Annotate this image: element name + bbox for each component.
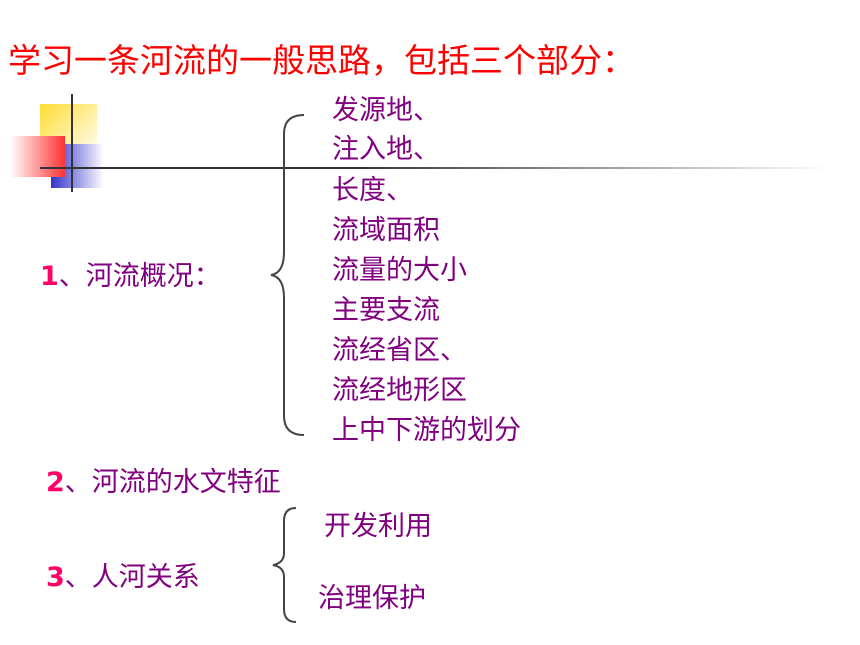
vertical-line <box>71 94 73 192</box>
section-3-number: 3 <box>46 562 65 593</box>
section-1-item: 流量的大小 <box>332 255 467 286</box>
section-1-item: 流经省区、 <box>332 335 467 366</box>
section-1-item: 流域面积 <box>332 215 440 246</box>
section-1-number: 1 <box>40 261 59 292</box>
section-1-item: 长度、 <box>332 175 413 206</box>
decorative-squares <box>0 0 860 200</box>
section-1-item: 发源地、 <box>332 95 440 126</box>
section-3-item: 开发利用 <box>324 511 432 542</box>
section-3-item: 治理保护 <box>318 583 426 614</box>
section-3-label: 、人河关系 <box>64 562 200 593</box>
section-2-label: 、河流的水文特征 <box>64 467 281 498</box>
horizontal-line <box>40 167 830 169</box>
section-3-brace <box>272 507 297 623</box>
section-1-label: 、河流概况： <box>58 261 221 292</box>
section-1-brace <box>270 114 305 436</box>
section-2-number: 2 <box>46 467 65 498</box>
section-2-heading: 2、河流的水文特征 <box>46 460 281 499</box>
section-1-item: 主要支流 <box>332 295 440 326</box>
section-1-heading: 1、河流概况： <box>40 254 221 293</box>
section-3-heading: 3、人河关系 <box>46 555 200 594</box>
section-1-item: 上中下游的划分 <box>332 415 521 446</box>
section-1-item: 流经地形区 <box>332 375 467 406</box>
section-1-item: 注入地、 <box>332 134 440 165</box>
page-title: 学习一条河流的一般思路，包括三个部分： <box>8 41 635 80</box>
red-square <box>10 136 65 177</box>
